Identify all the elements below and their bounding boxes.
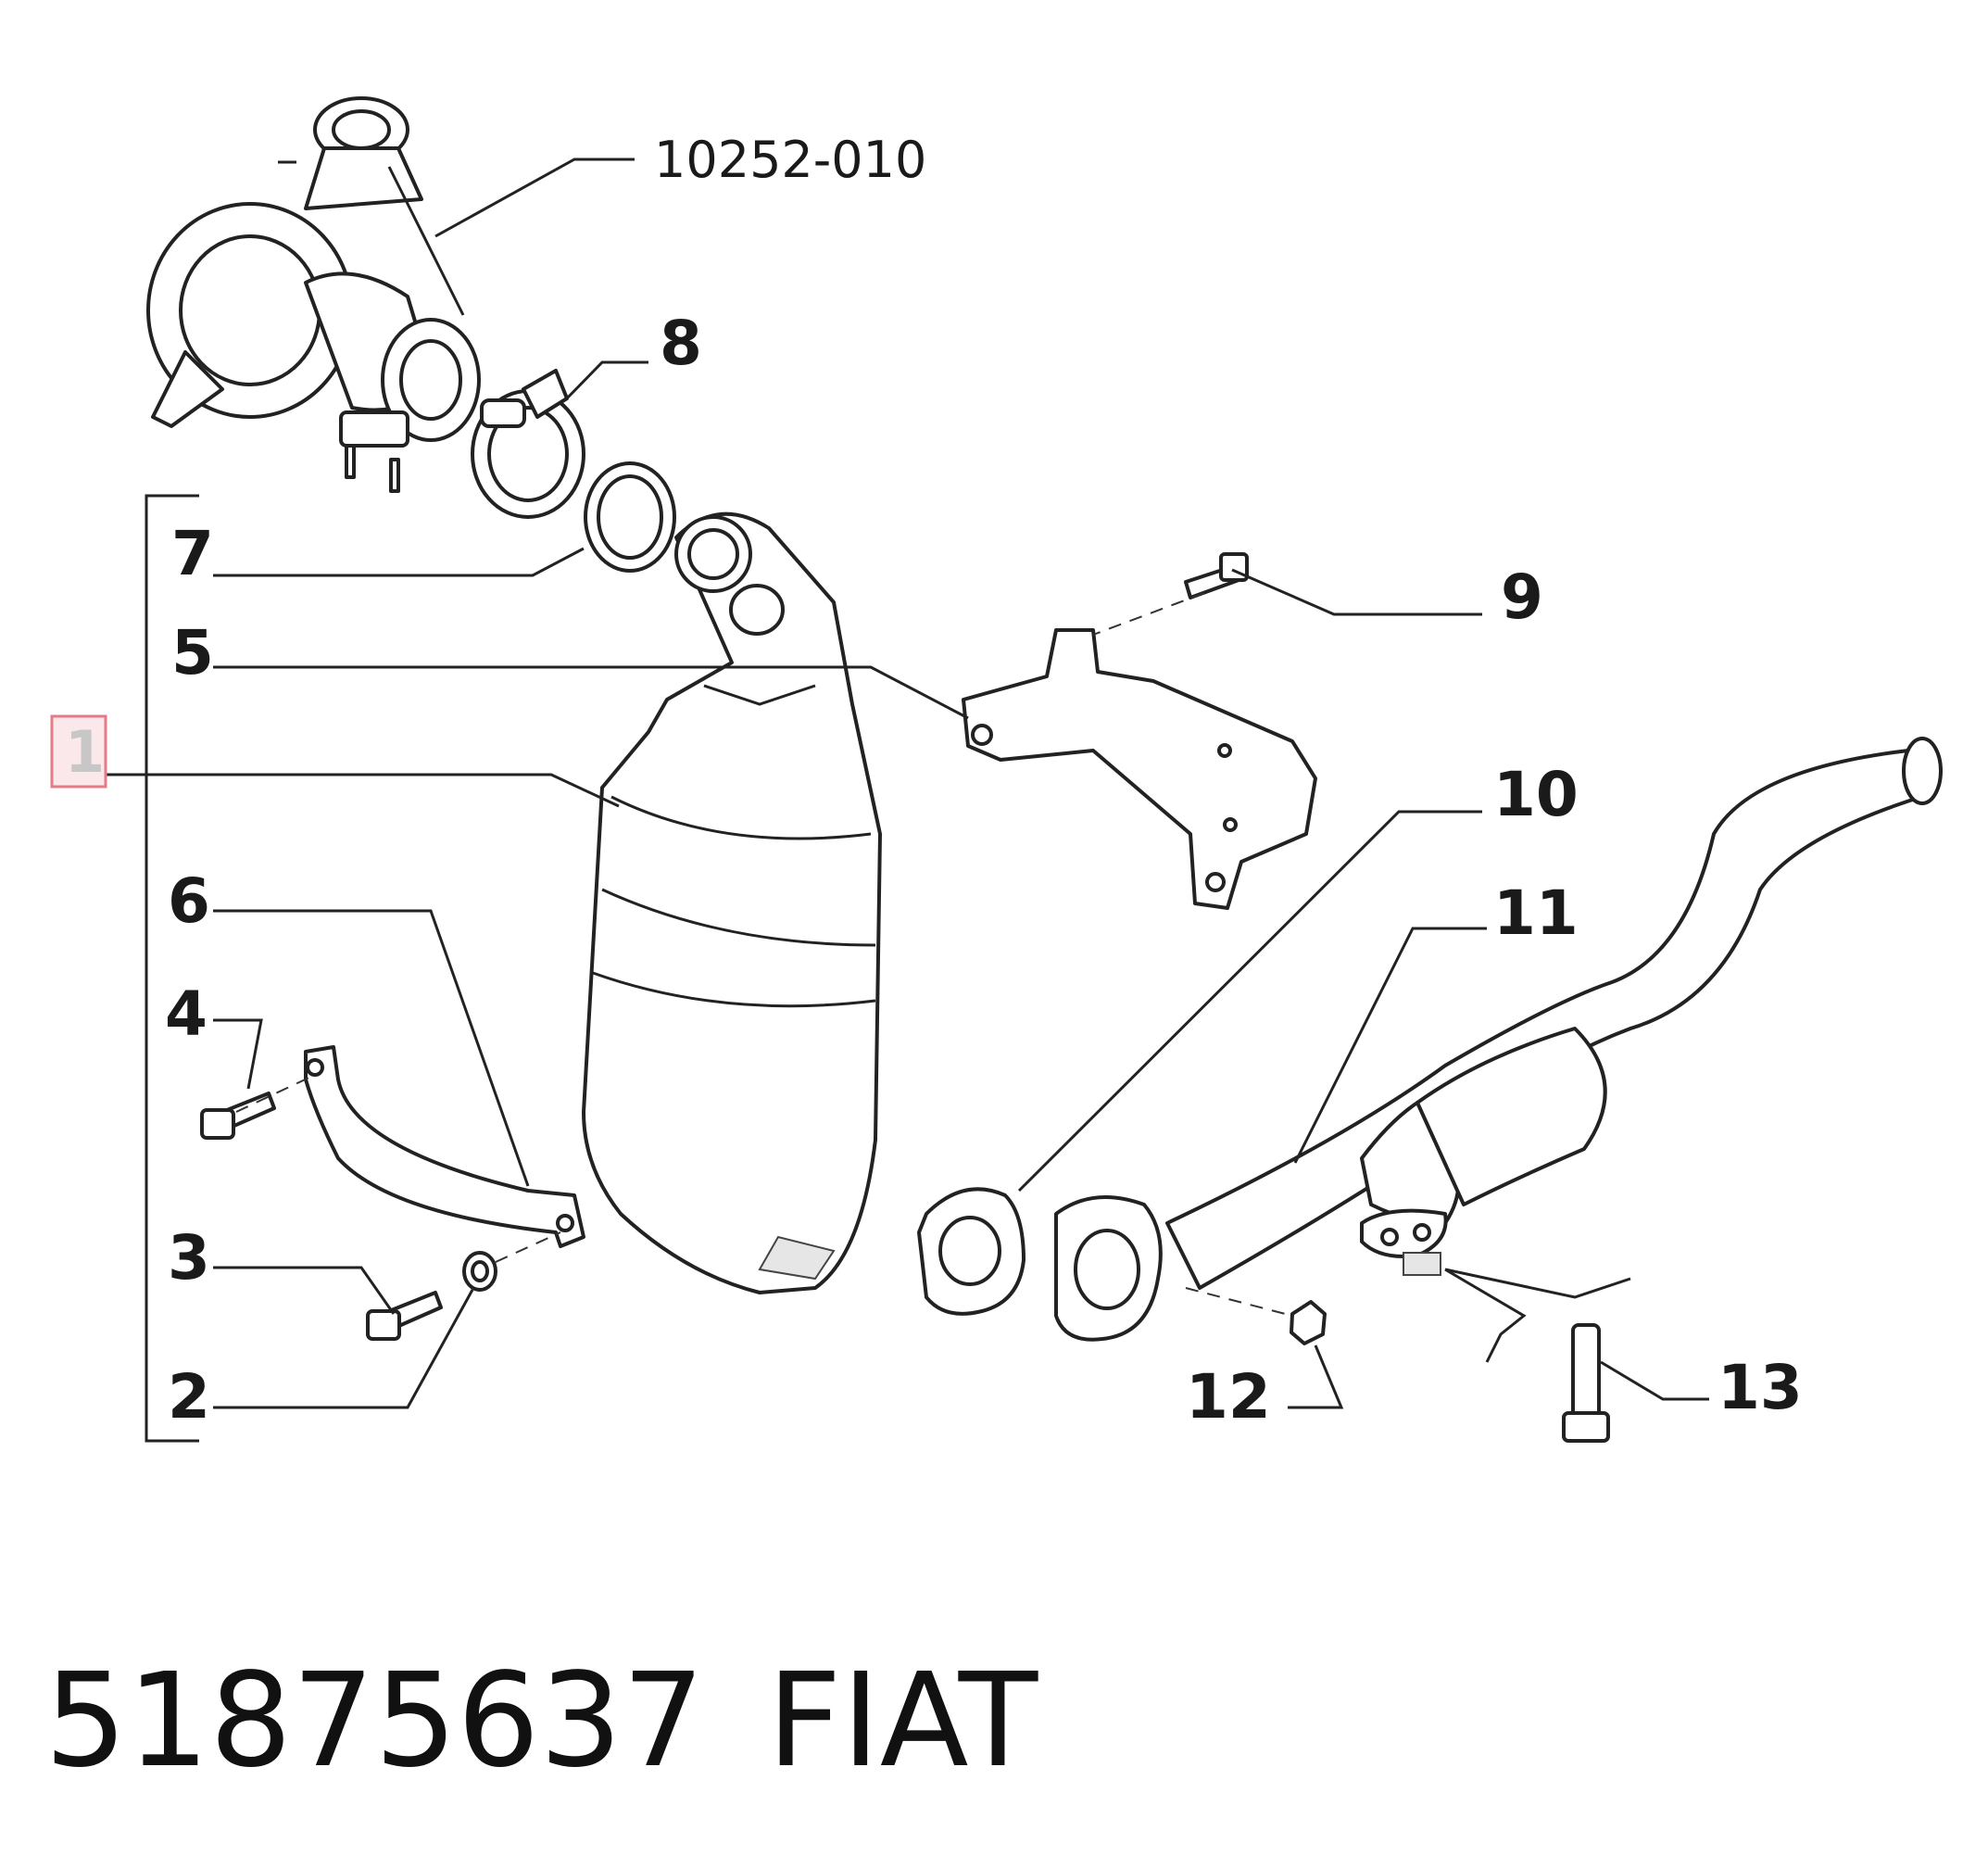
callout-7[interactable]: 7 [171,518,214,589]
callout-13[interactable]: 13 [1717,1352,1803,1423]
flange-gasket-part-10[interactable] [917,1187,1025,1316]
bolt-part-13[interactable] [1562,1323,1610,1443]
bolt-part-3[interactable] [366,1291,443,1341]
callout-1-highlight-box [50,714,107,789]
callout-9[interactable]: 9 [1501,562,1543,633]
footer-part-number: 51875637 [44,1646,705,1797]
nut-part-12[interactable] [1290,1300,1327,1345]
catalytic-converter-part-1[interactable] [582,511,882,1294]
turbocharger-drawing[interactable] [146,96,481,493]
callout-4[interactable]: 4 [165,978,208,1050]
bolt-part-9[interactable] [1184,552,1249,600]
clamp-part-8[interactable] [471,369,585,519]
callout-2[interactable]: 2 [168,1361,210,1433]
callout-8[interactable]: 8 [660,308,702,379]
bolt-part-4[interactable] [200,1092,276,1140]
callout-1[interactable]: 1 [65,718,105,786]
washer-part-2[interactable] [462,1251,497,1292]
bracket-part-5[interactable] [962,628,1317,910]
callout-6[interactable]: 6 [168,865,210,937]
footer-brand: FIAT [767,1646,1038,1797]
callout-11[interactable]: 11 [1493,877,1579,949]
exhaust-pipe-part-11[interactable] [1054,737,1943,1342]
strap-part-6[interactable] [304,1045,585,1248]
callout-5[interactable]: 5 [171,617,214,688]
assembly-group-bracket [145,494,199,1443]
callout-10[interactable]: 10 [1493,759,1579,830]
gasket-ring-part-7[interactable] [584,461,676,573]
callout-12[interactable]: 12 [1186,1361,1271,1433]
leader-lines [102,158,1709,1409]
callout-ref-turbo[interactable]: 10252-010 [654,131,926,189]
callout-3[interactable]: 3 [168,1222,210,1294]
